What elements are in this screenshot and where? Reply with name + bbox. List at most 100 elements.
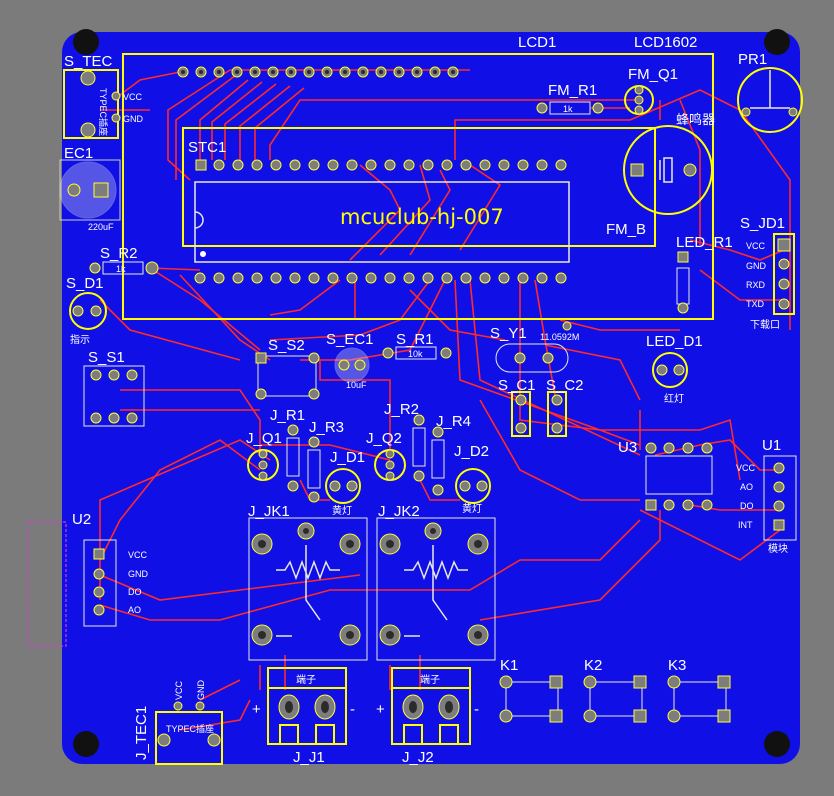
- s-s1-switch[interactable]: [83, 365, 145, 427]
- label-terminal-1: 端子: [296, 673, 316, 686]
- silkscreen-labels: S_TEC VCC GND TYPEC插座 EC1 220uF LCD1 LCD…: [64, 34, 788, 766]
- label-s-r1: S_R1: [396, 331, 434, 348]
- u2-header[interactable]: [83, 539, 117, 627]
- j-j1-terminal[interactable]: [267, 667, 347, 745]
- label-u2: U2: [72, 511, 91, 528]
- label-u1-pin-3: INT: [738, 520, 753, 530]
- u3-ic[interactable]: [645, 455, 713, 495]
- label-j-d2: J_D2: [454, 443, 489, 460]
- ec1-body: [59, 161, 117, 219]
- label-j-jk2: J_JK2: [378, 503, 420, 520]
- label-buzzer: 蜂鸣器: [676, 112, 715, 128]
- label-jd-pin-0: VCC: [746, 241, 766, 251]
- lcd-header-pins[interactable]: [177, 66, 459, 78]
- lcd1602-window: [182, 127, 656, 247]
- label-j1-minus: -: [350, 701, 355, 718]
- s-d1-led[interactable]: [69, 292, 107, 330]
- label-u1-pin-2: DO: [740, 501, 754, 511]
- label-k3: K3: [668, 657, 686, 674]
- mount-hole-bl: [73, 731, 99, 757]
- label-jd-pin-3: TXD: [746, 299, 765, 309]
- label-u1-caption: 模块: [768, 543, 788, 555]
- label-u2-pin-2: DO: [128, 587, 142, 597]
- j-j2-terminal[interactable]: [391, 667, 471, 745]
- label-s-r1-val: 10k: [408, 349, 423, 359]
- label-pr1: PR1: [738, 51, 767, 68]
- stc1-pin1-dot: [200, 251, 206, 257]
- label-s-r2-val: 1k: [116, 264, 126, 274]
- label-j-r1: J_R1: [270, 407, 305, 424]
- stc1-bottom-pins[interactable]: [194, 272, 567, 284]
- label-s-tec-type: TYPEC插座: [98, 88, 109, 136]
- label-s-s2: S_S2: [268, 337, 305, 354]
- j-d1-led[interactable]: [325, 468, 361, 504]
- label-j-r2: J_R2: [384, 401, 419, 418]
- s-ec1-cap[interactable]: [334, 347, 370, 383]
- s-jd1-header[interactable]: [773, 233, 795, 315]
- label-s-c1: S_C1: [498, 377, 536, 394]
- k3-button[interactable]: [673, 681, 727, 717]
- label-ec1-val: 220uF: [88, 222, 114, 232]
- label-j-jk1: J_JK1: [248, 503, 290, 520]
- label-lcd1602: LCD1602: [634, 34, 697, 51]
- stc1-body[interactable]: [194, 181, 570, 263]
- u2-module-outline: [27, 521, 67, 647]
- s-c2-cap[interactable]: [547, 391, 567, 437]
- label-j-d1: J_D1: [330, 449, 365, 466]
- s-tec-outline[interactable]: [63, 69, 119, 139]
- label-s-c2: S_C2: [546, 377, 584, 394]
- label-u1: U1: [762, 437, 781, 454]
- label-s-jd1: S_JD1: [740, 215, 785, 232]
- label-s-d1-caption: 指示: [70, 333, 90, 346]
- label-s-r2: S_R2: [100, 245, 138, 262]
- s-s2-button[interactable]: [257, 355, 317, 397]
- j-jk1-relay[interactable]: [248, 517, 368, 661]
- label-j-q2: J_Q2: [366, 430, 402, 447]
- j-jk2-relay[interactable]: [376, 517, 496, 661]
- label-j-d1-caption: 黄灯: [332, 504, 352, 517]
- s-r2-body[interactable]: [102, 261, 144, 275]
- mount-hole-tr: [764, 29, 790, 55]
- lcd-display-text: mcuclub-hj-007: [340, 205, 504, 229]
- fm-r1-value: 1k: [563, 104, 573, 114]
- k1-button[interactable]: [505, 681, 559, 717]
- stc1-top-pins[interactable]: [195, 159, 567, 171]
- s-y1-crystal[interactable]: [495, 343, 569, 373]
- j-tec1-outline[interactable]: [155, 711, 223, 765]
- pcb-board[interactable]: [62, 32, 800, 764]
- s-c1-cap[interactable]: [511, 391, 531, 437]
- led-d1[interactable]: [652, 352, 688, 388]
- pr1-body[interactable]: [737, 67, 803, 133]
- j-r1-resistor[interactable]: [286, 437, 300, 477]
- stc1-notch: [194, 211, 204, 229]
- label-terminal-2: 端子: [420, 673, 440, 686]
- buzzer-body[interactable]: [623, 125, 713, 215]
- label-j2-minus: -: [474, 701, 479, 718]
- label-s-ec1: S_EC1: [326, 331, 374, 348]
- label-fm-b: FM_B: [606, 221, 646, 238]
- label-u2-pin-0: VCC: [128, 550, 148, 560]
- j-r3-resistor[interactable]: [307, 449, 321, 489]
- label-stc1: STC1: [188, 139, 226, 156]
- label-jd-caption: 下载口: [750, 319, 780, 331]
- label-u1-pin-1: AO: [740, 482, 753, 492]
- mount-hole-tl: [73, 29, 99, 55]
- s-r1-body[interactable]: [395, 346, 437, 360]
- u1-header[interactable]: [763, 455, 797, 541]
- label-k1: K1: [500, 657, 518, 674]
- k2-button[interactable]: [589, 681, 643, 717]
- j-d2-led[interactable]: [455, 468, 491, 504]
- j-r2-resistor[interactable]: [412, 427, 426, 467]
- label-j-j2: J_J2: [402, 749, 434, 766]
- lcd1602-outline[interactable]: [122, 53, 714, 320]
- j-r4-resistor[interactable]: [431, 439, 445, 479]
- label-u2-pin-1: GND: [128, 569, 149, 579]
- ec1-outline[interactable]: [59, 159, 121, 221]
- label-k2: K2: [584, 657, 602, 674]
- label-j-tec-vcc: VCC: [174, 680, 184, 700]
- label-j-q1: J_Q1: [246, 430, 282, 447]
- mount-hole-br: [764, 731, 790, 757]
- fm-r1-body[interactable]: [549, 101, 591, 115]
